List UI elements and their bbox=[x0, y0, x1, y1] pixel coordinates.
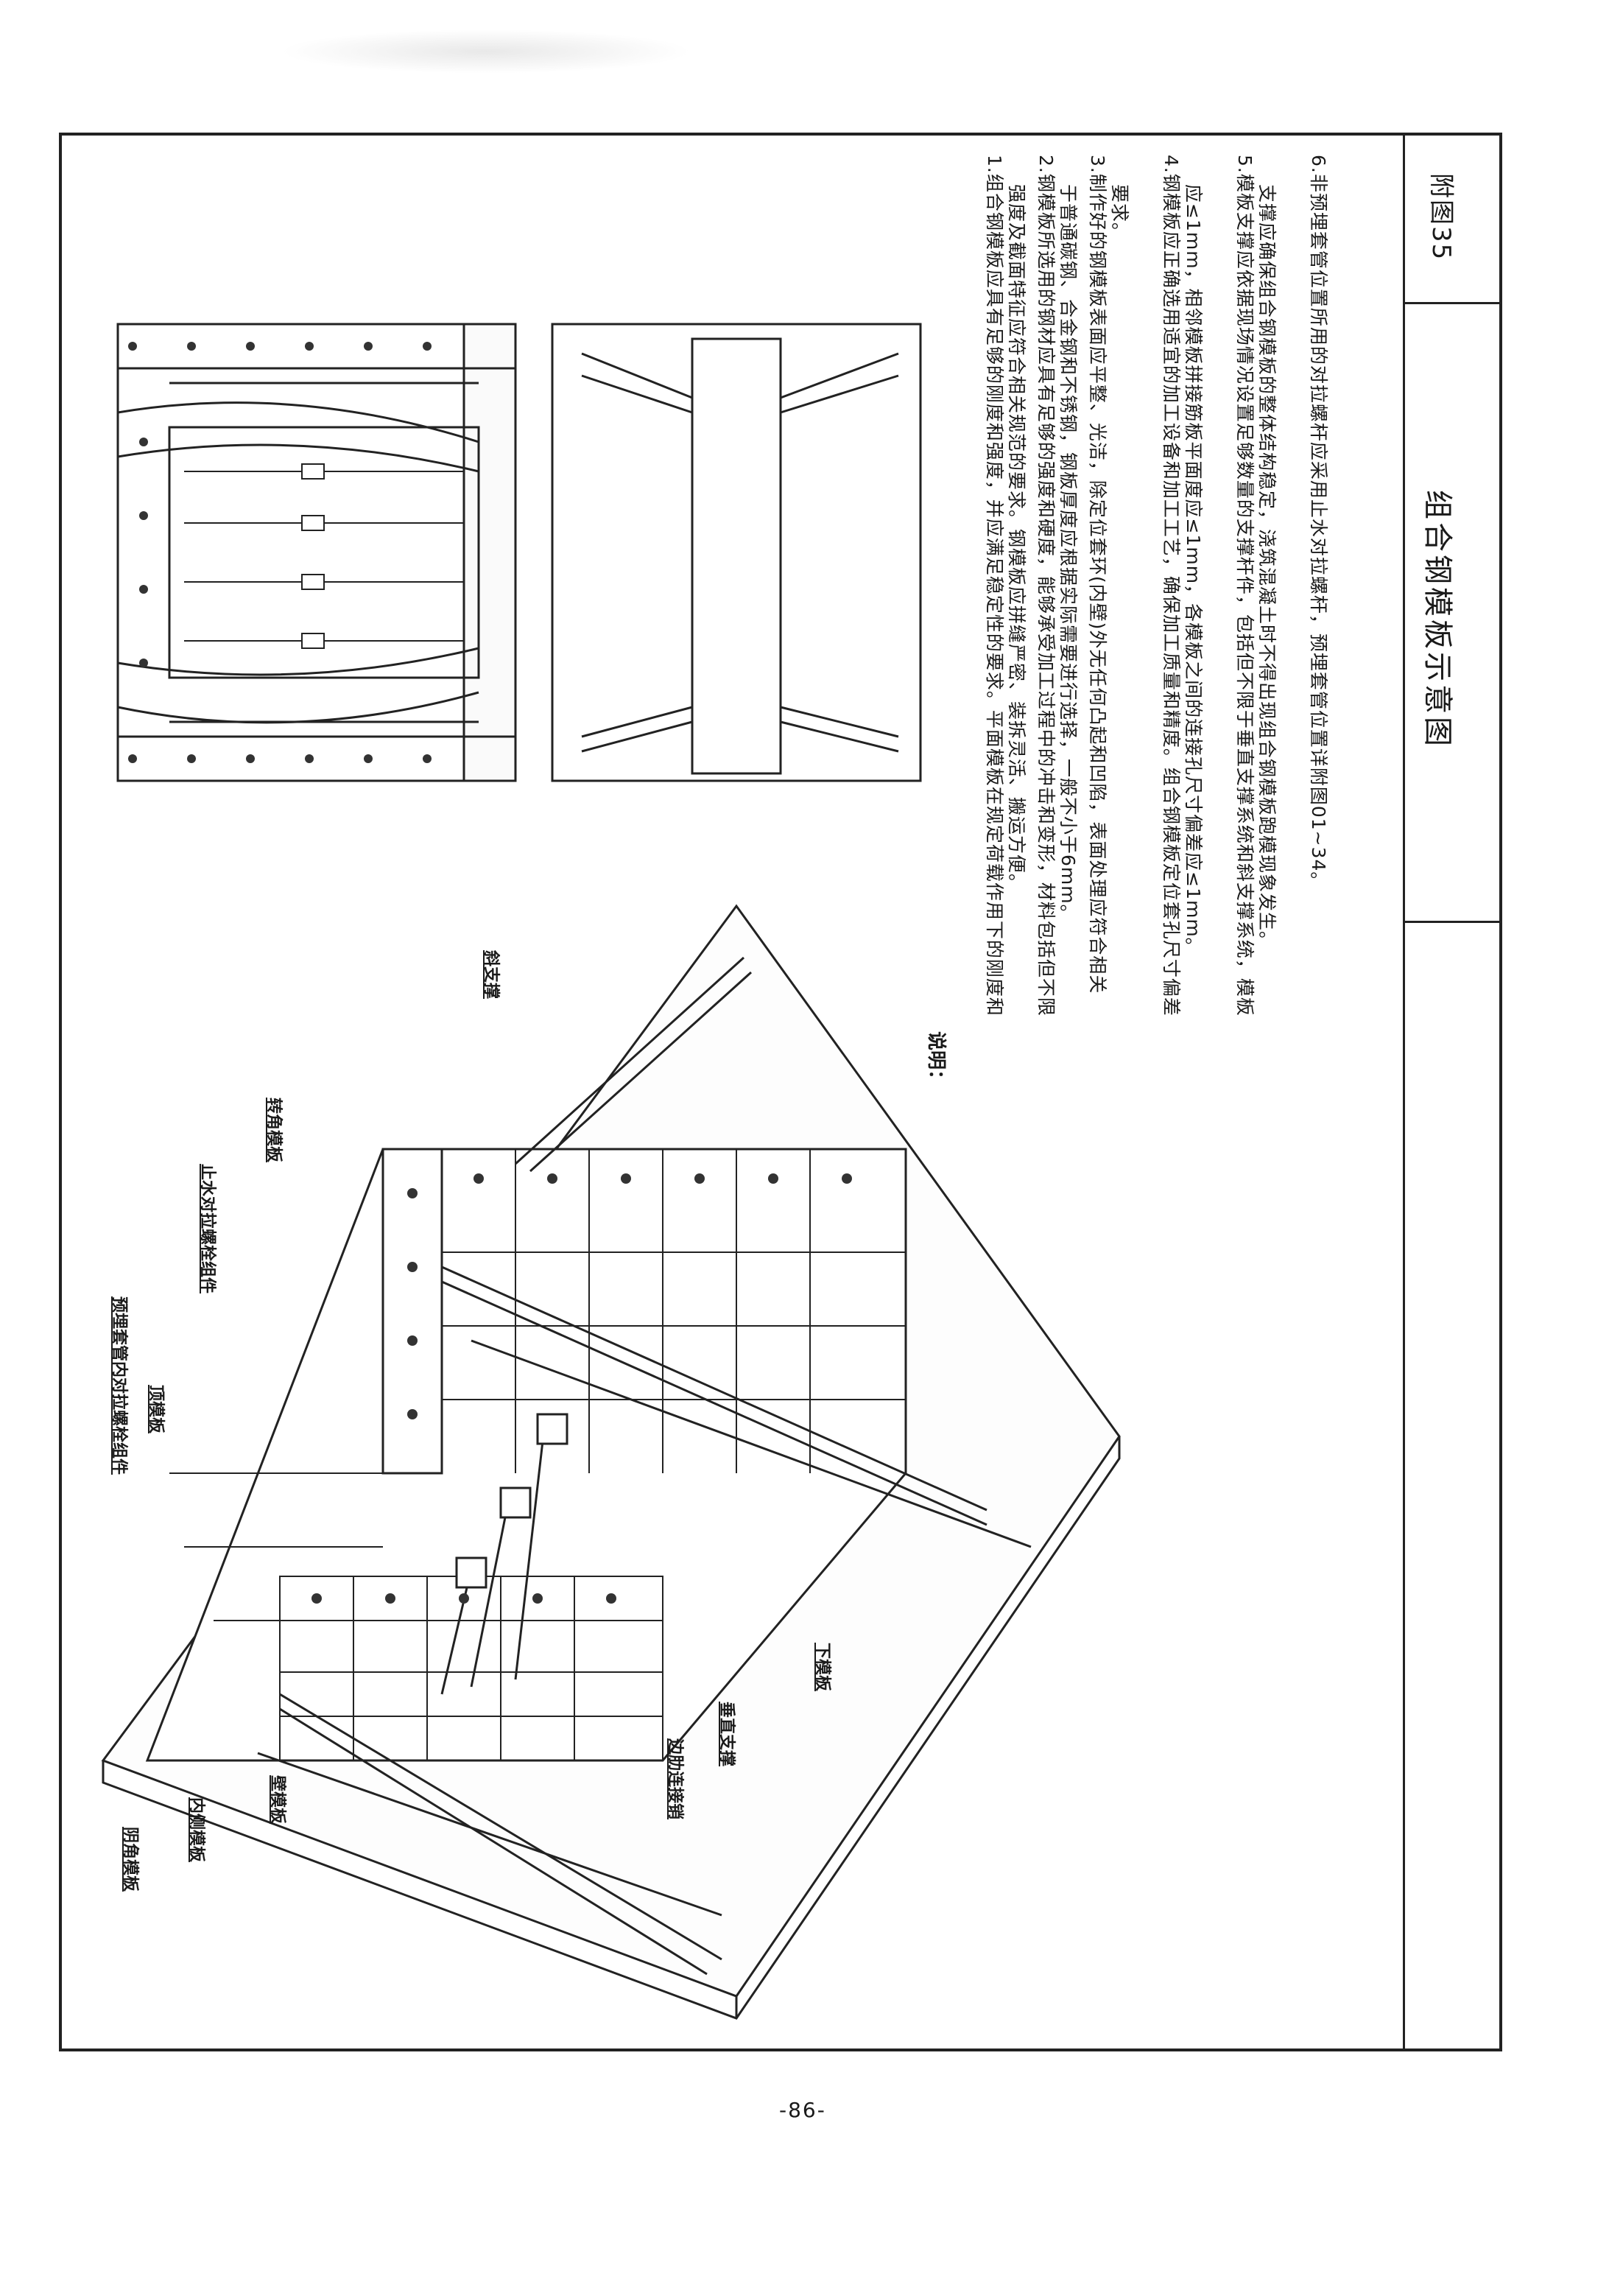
drawing-frame bbox=[59, 133, 1502, 2051]
callout-vertical-support: 垂直支撑 bbox=[717, 1702, 736, 1767]
isometric-formwork bbox=[101, 904, 1121, 2020]
title-block-divider bbox=[1403, 302, 1499, 304]
callout-corner-form: 转角模板 bbox=[264, 1098, 283, 1163]
note-line: 强度及截面特征应符合相关规范的要求。钢模板应拼缝严密、装拆灵活、搬运方便。 bbox=[1006, 184, 1027, 894]
note-line: 要求。 bbox=[1109, 184, 1130, 242]
callout-water-stop-bolt: 止水对拉螺栓组件 bbox=[198, 1164, 216, 1294]
page-number: -86- bbox=[779, 2098, 826, 2122]
callout-wall: 壁模板 bbox=[268, 1775, 286, 1825]
notes-heading: 说明： bbox=[925, 1031, 947, 1089]
scan-smudge bbox=[280, 29, 692, 74]
callout-side-pin: 边肋连接销 bbox=[666, 1738, 684, 1820]
plan-detail bbox=[116, 323, 517, 782]
elevation-detail bbox=[551, 323, 922, 782]
title-block-divider-lower bbox=[1403, 921, 1499, 923]
callout-top-form: 顶模板 bbox=[147, 1385, 165, 1434]
note-line: 支撑应确保组合钢模板的整体结构稳定，浇筑混凝土时不得出现组合钢模板跑模现象发生。 bbox=[1256, 184, 1278, 951]
title-block bbox=[1403, 136, 1499, 2049]
callout-inner-side: 内侧模板 bbox=[187, 1797, 205, 1863]
note-line: 6.非预埋套管位置所用的对拉螺杆应采用止水对拉螺杆，预埋套管位置详附图01~34… bbox=[1308, 155, 1329, 891]
note-line: 3.制作好的钢模板表面应平整、光洁，除定位套环(内壁)外无任何凸起和凹陷，表面处… bbox=[1087, 155, 1108, 994]
note-line: 应≤1mm，相邻模板拼接筋板平面度应≤1mm，各模板之间的连接孔尺寸偏差应≤1m… bbox=[1183, 184, 1204, 957]
note-line: 于普通碳钢、合金钢和不锈钢，钢板厚度应根据实际需要进行选择，一般不小于6mm。 bbox=[1057, 184, 1079, 924]
callout-embedded-sleeve: 预埋套管内对拉螺栓组件 bbox=[110, 1296, 128, 1475]
callout-yin-corner: 阴角模板 bbox=[121, 1827, 139, 1892]
callout-diagonal-brace: 斜支撑 bbox=[482, 950, 500, 1000]
callout-bottom-form: 下模板 bbox=[813, 1643, 831, 1692]
